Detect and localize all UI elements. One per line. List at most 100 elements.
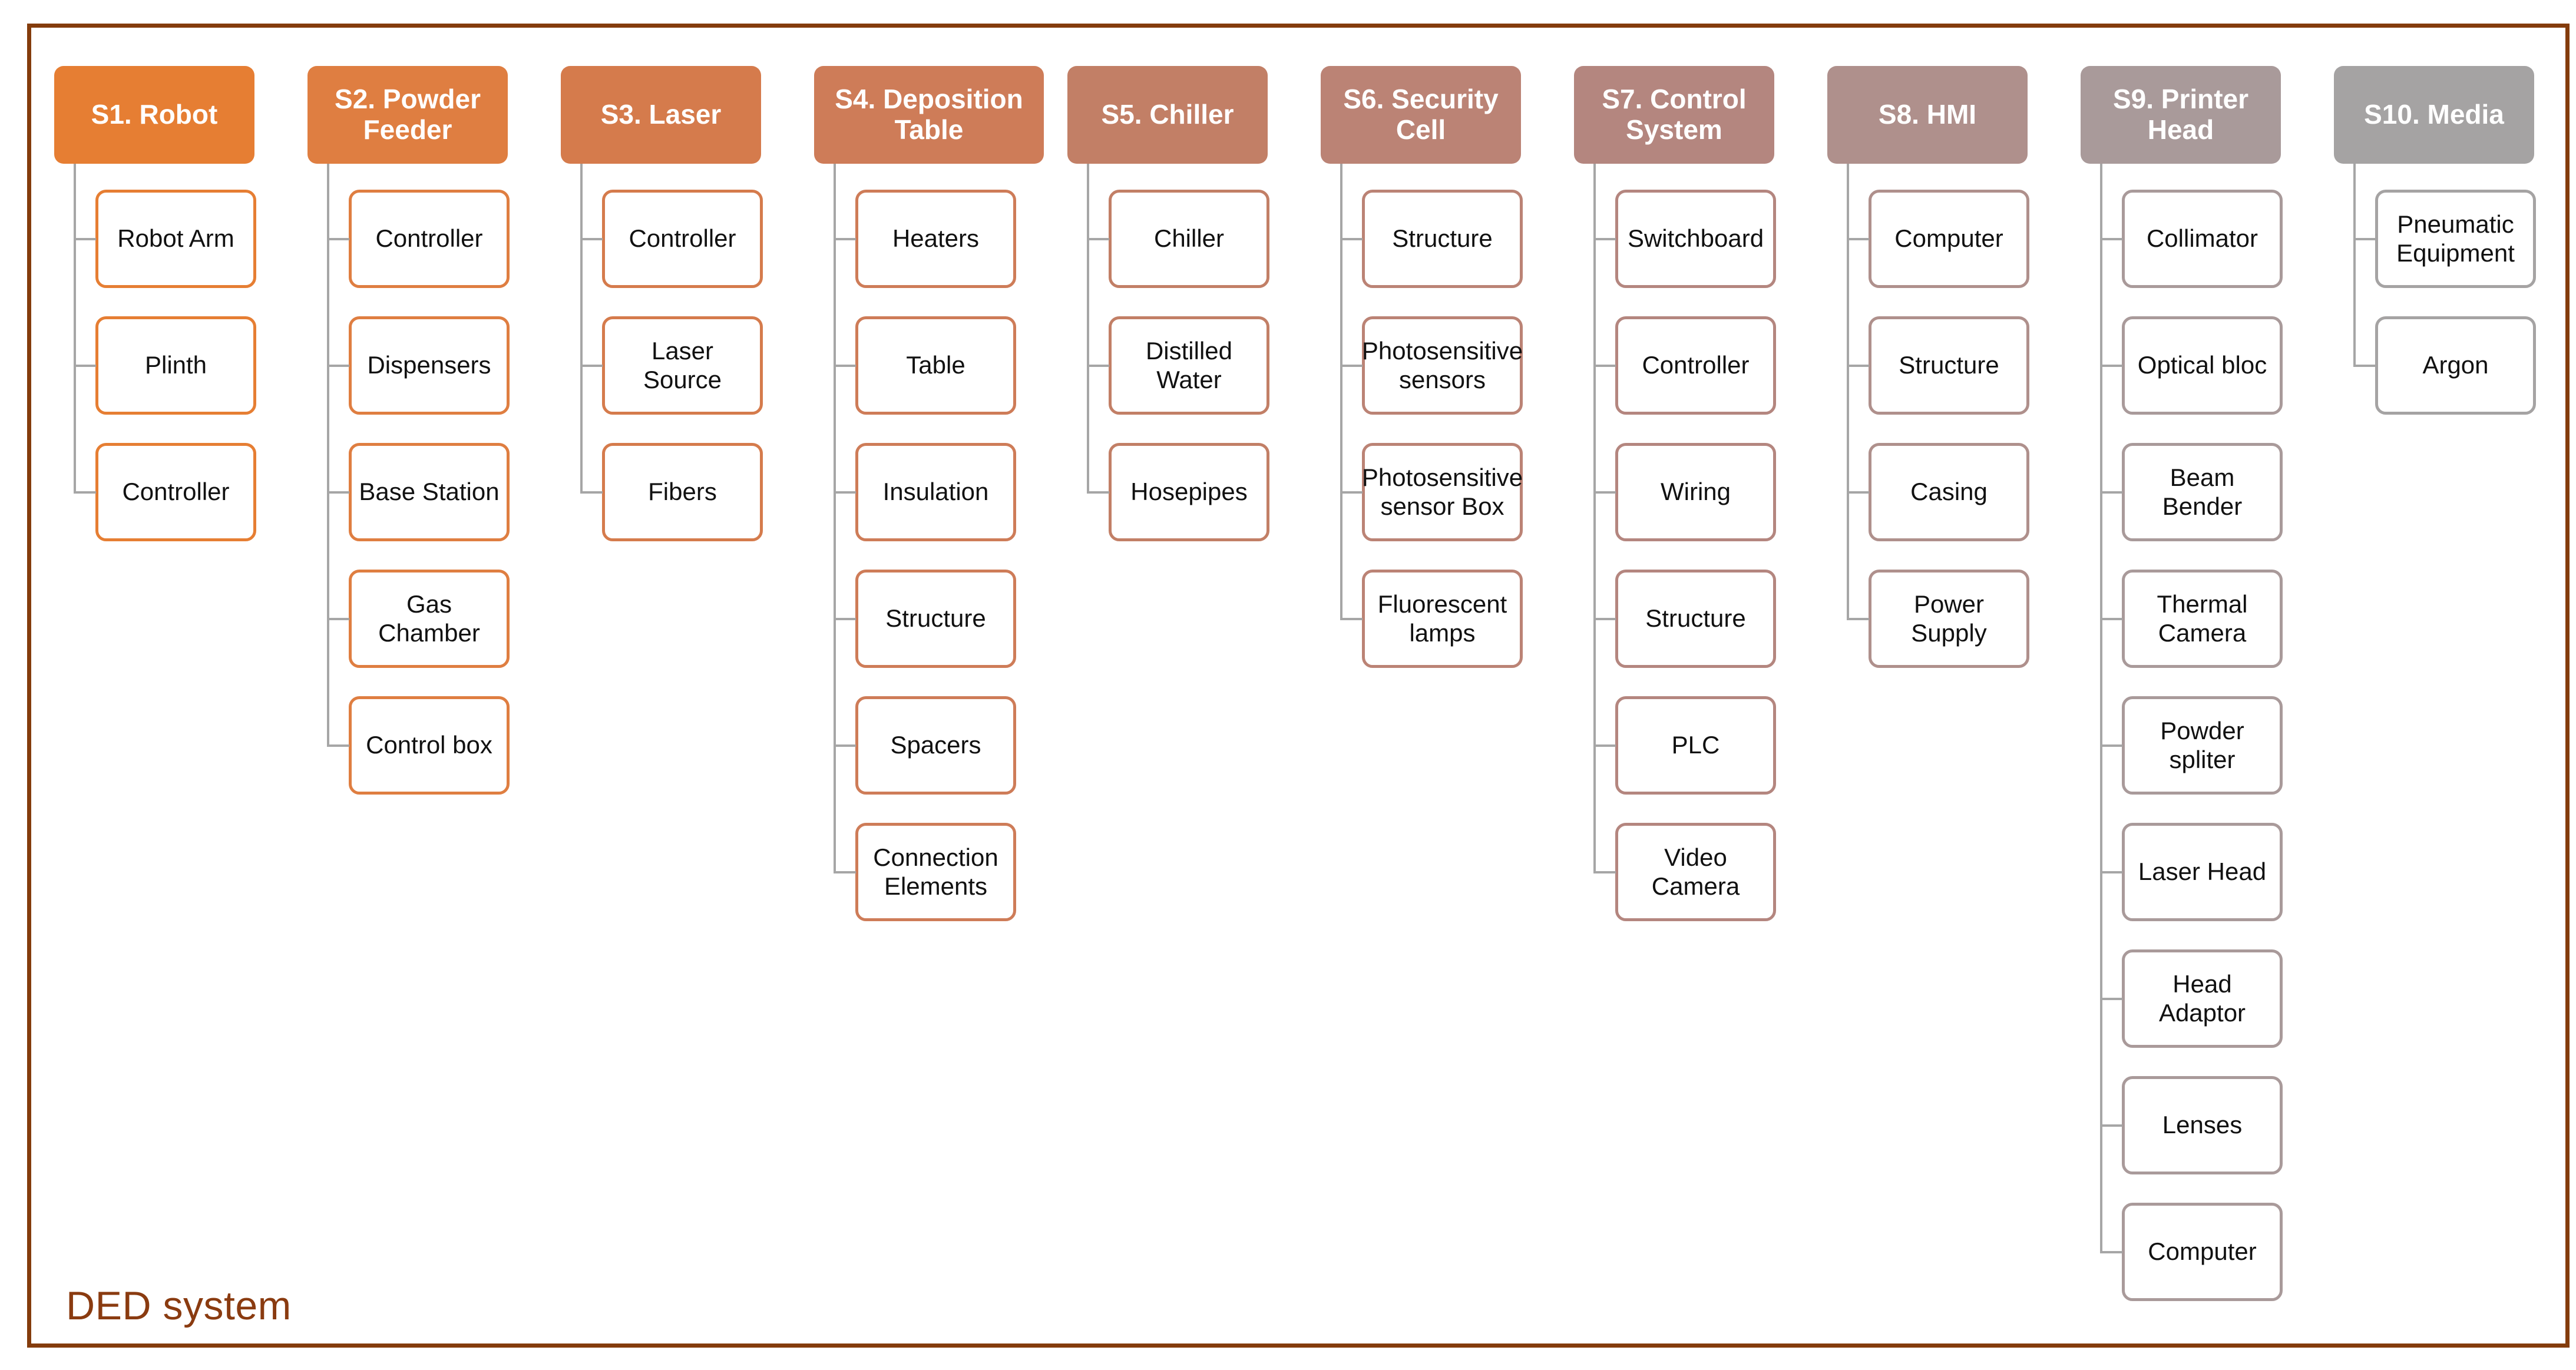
component-row: Controller	[54, 443, 256, 541]
component-box: Controller	[1615, 316, 1776, 415]
connector-stub	[834, 364, 856, 367]
component-row: Hosepipes	[1067, 443, 1269, 541]
component-row: Structure	[1827, 316, 2029, 415]
connector-stub	[327, 744, 349, 747]
connector-stub	[1847, 237, 1869, 240]
subsystem-header: S6. Security Cell	[1321, 66, 1521, 164]
connector-stub	[2100, 1250, 2122, 1253]
connector-stub	[2100, 617, 2122, 620]
subsystem-header: S4. Deposition Table	[814, 66, 1044, 164]
component-row: Switchboard	[1574, 190, 1776, 288]
connector-stub	[1340, 491, 1363, 494]
component-box: Distilled Water	[1109, 316, 1269, 415]
component-box: Laser Source	[602, 316, 763, 415]
component-box: Base Station	[349, 443, 510, 541]
component-row: Chiller	[1067, 190, 1269, 288]
connector-stub	[2100, 871, 2122, 873]
connector-stub	[74, 237, 96, 240]
component-row: Fluorescent lamps	[1321, 570, 1523, 668]
component-row: Insulation	[814, 443, 1044, 541]
component-box: Control box	[349, 696, 510, 795]
component-box: PLC	[1615, 696, 1776, 795]
component-row: Laser Head	[2081, 823, 2283, 921]
component-box: Insulation	[855, 443, 1016, 541]
component-row: Computer	[1827, 190, 2029, 288]
connector-stub	[580, 491, 603, 494]
component-row: Table	[814, 316, 1044, 415]
component-row: Plinth	[54, 316, 256, 415]
component-box: Collimator	[2122, 190, 2283, 288]
component-box: Lenses	[2122, 1076, 2283, 1174]
component-row: Wiring	[1574, 443, 1776, 541]
connector-stub	[2100, 744, 2122, 747]
connector-stub	[327, 491, 349, 494]
component-box: Controller	[602, 190, 763, 288]
connector-stub	[834, 744, 856, 747]
component-row: Spacers	[814, 696, 1044, 795]
connector-stub	[1087, 237, 1109, 240]
connector-stub	[580, 237, 603, 240]
component-row: Structure	[1574, 570, 1776, 668]
connector-stub	[1593, 871, 1616, 873]
component-box: Controller	[95, 443, 256, 541]
component-box: Spacers	[855, 696, 1016, 795]
connector-stub	[327, 364, 349, 367]
component-row: Argon	[2334, 316, 2536, 415]
component-box: Laser Head	[2122, 823, 2283, 921]
connector-stub	[1847, 491, 1869, 494]
connector-vline	[327, 164, 329, 746]
component-row: Beam Bender	[2081, 443, 2283, 541]
connector-stub	[1340, 617, 1363, 620]
subsystem-header: S9. Printer Head	[2081, 66, 2281, 164]
connector-stub	[1847, 364, 1869, 367]
component-box: Computer	[1869, 190, 2029, 288]
component-box: Connection Elements	[855, 823, 1016, 921]
component-row: Controller	[1574, 316, 1776, 415]
component-box: Power Supply	[1869, 570, 2029, 668]
component-box: Structure	[1869, 316, 2029, 415]
connector-vline	[2100, 164, 2102, 1252]
component-row: Thermal Camera	[2081, 570, 2283, 668]
component-row: Structure	[814, 570, 1044, 668]
connector-stub	[74, 364, 96, 367]
diagram-frame-border	[27, 24, 2570, 1348]
subsystem-header: S10. Media	[2334, 66, 2534, 164]
component-row: Photosensitive sensor Box	[1321, 443, 1523, 541]
component-row: Computer	[2081, 1203, 2283, 1301]
component-box: Structure	[855, 570, 1016, 668]
component-box: Powder spliter	[2122, 696, 2283, 795]
component-box: Fluorescent lamps	[1362, 570, 1523, 668]
connector-stub	[834, 617, 856, 620]
diagram-title: DED system	[66, 1283, 292, 1328]
connector-stub	[2353, 237, 2376, 240]
connector-stub	[834, 237, 856, 240]
component-box: Beam Bender	[2122, 443, 2283, 541]
component-row: Dispensers	[307, 316, 510, 415]
component-box: Structure	[1615, 570, 1776, 668]
component-box: Table	[855, 316, 1016, 415]
component-row: Laser Source	[561, 316, 763, 415]
component-box: Chiller	[1109, 190, 1269, 288]
connector-vline	[1847, 164, 1849, 619]
component-row: Optical bloc	[2081, 316, 2283, 415]
component-box: Casing	[1869, 443, 2029, 541]
component-row: Collimator	[2081, 190, 2283, 288]
connector-stub	[1593, 237, 1616, 240]
component-row: Power Supply	[1827, 570, 2029, 668]
connector-stub	[2100, 1124, 2122, 1127]
component-row: Controller	[307, 190, 510, 288]
connector-stub	[327, 617, 349, 620]
component-row: Photosensitive sensors	[1321, 316, 1523, 415]
component-box: Thermal Camera	[2122, 570, 2283, 668]
component-box: Computer	[2122, 1203, 2283, 1301]
connector-stub	[1087, 364, 1109, 367]
